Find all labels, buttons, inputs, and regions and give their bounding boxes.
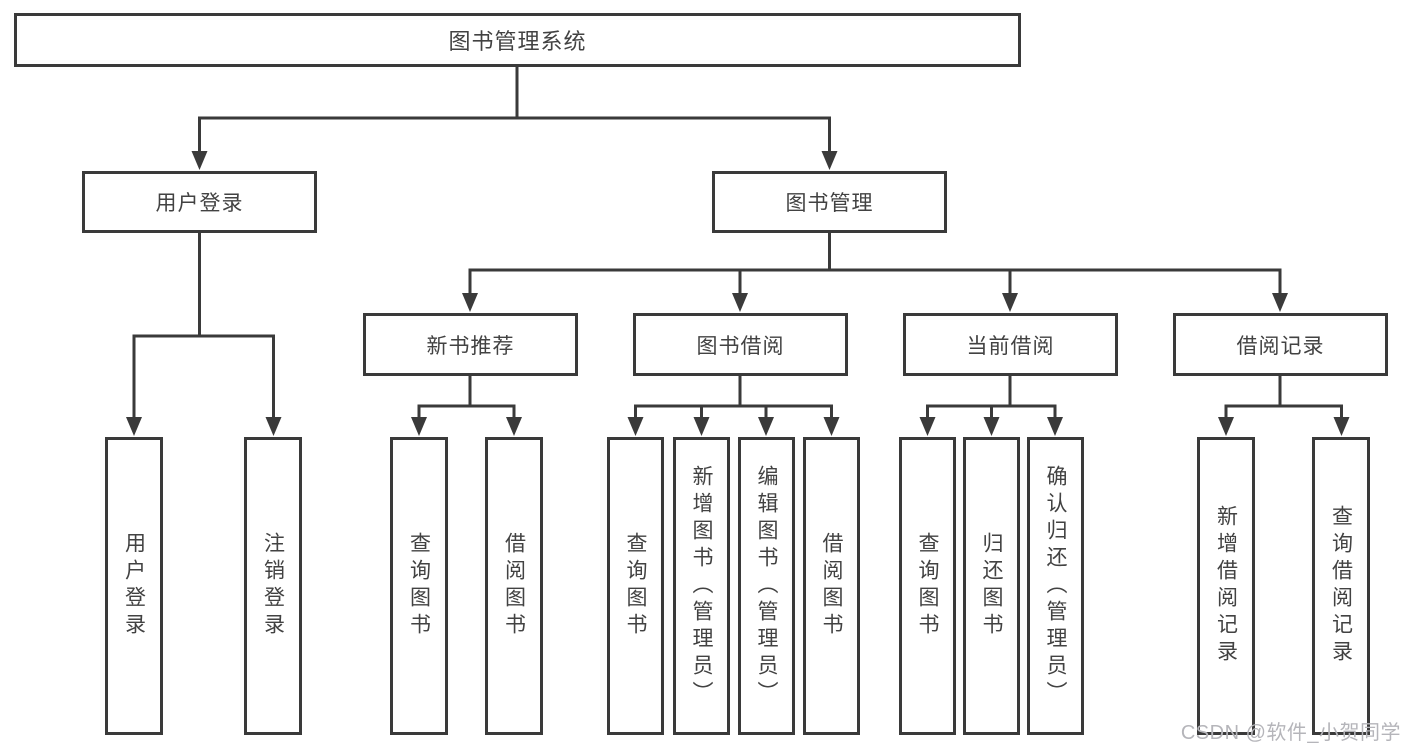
leaf-edit-book-admin-label: 编辑图书（管理员） <box>755 464 778 708</box>
leaf-add-borrow-record-label: 新增借阅记录 <box>1214 505 1238 667</box>
leaf-query-borrow-record: 查询借阅记录 <box>1312 437 1370 735</box>
node-book-borrow-label: 图书借阅 <box>696 334 785 358</box>
leaf-borrow-books-recommend-label: 借阅图书 <box>502 532 526 640</box>
leaf-logout-label: 注销登录 <box>261 532 285 640</box>
node-book-management-label: 图书管理 <box>785 192 874 215</box>
connector-book-management-children <box>462 233 1288 312</box>
node-borrow-record: 借阅记录 <box>1173 313 1388 376</box>
leaf-borrow-books-label: 借阅图书 <box>820 532 843 640</box>
csdn-watermark: CSDN @软件_小贺同学 <box>1180 722 1401 744</box>
connector-book-borrow-children <box>627 376 840 436</box>
node-new-book-recommend: 新书推荐 <box>363 313 578 376</box>
connector-root-to-level2 <box>191 67 838 170</box>
connector-new-book-children <box>411 376 522 436</box>
node-root-system: 图书管理系统 <box>14 13 1021 67</box>
leaf-confirm-return-admin: 确认归还（管理员） <box>1027 437 1084 735</box>
leaf-borrow-books-recommend: 借阅图书 <box>485 437 543 735</box>
leaf-user-login: 用户登录 <box>105 437 163 735</box>
connector-current-borrow-children <box>919 376 1063 436</box>
leaf-user-login-label: 用户登录 <box>122 532 146 640</box>
leaf-query-books-borrow: 查询图书 <box>607 437 664 735</box>
leaf-borrow-books: 借阅图书 <box>803 437 860 735</box>
node-book-management: 图书管理 <box>712 171 947 233</box>
leaf-query-books-borrow-label: 查询图书 <box>624 532 647 640</box>
leaf-add-book-admin-label: 新增图书（管理员） <box>690 464 713 708</box>
leaf-query-borrow-record-label: 查询借阅记录 <box>1329 505 1353 667</box>
leaf-query-books-current-label: 查询图书 <box>916 532 939 640</box>
node-book-borrow: 图书借阅 <box>633 313 848 376</box>
leaf-query-books-current: 查询图书 <box>899 437 956 735</box>
connector-borrow-record-children <box>1218 376 1350 436</box>
leaf-return-books: 归还图书 <box>963 437 1020 735</box>
leaf-return-books-label: 归还图书 <box>980 532 1003 640</box>
leaf-add-book-admin: 新增图书（管理员） <box>673 437 730 735</box>
node-borrow-record-label: 借阅记录 <box>1236 334 1325 358</box>
node-user-login: 用户登录 <box>82 171 317 233</box>
leaf-add-borrow-record: 新增借阅记录 <box>1197 437 1255 735</box>
node-current-borrow: 当前借阅 <box>903 313 1118 376</box>
connector-user-login-children <box>126 233 282 436</box>
leaf-logout: 注销登录 <box>244 437 302 735</box>
leaf-confirm-return-admin-label: 确认归还（管理员） <box>1044 464 1067 708</box>
leaf-query-books-recommend: 查询图书 <box>390 437 448 735</box>
node-new-book-recommend-label: 新书推荐 <box>426 334 515 358</box>
node-root-label: 图书管理系统 <box>448 29 587 54</box>
node-user-login-label: 用户登录 <box>155 192 244 215</box>
node-current-borrow-label: 当前借阅 <box>966 334 1055 358</box>
leaf-query-books-recommend-label: 查询图书 <box>407 532 431 640</box>
leaf-edit-book-admin: 编辑图书（管理员） <box>738 437 795 735</box>
